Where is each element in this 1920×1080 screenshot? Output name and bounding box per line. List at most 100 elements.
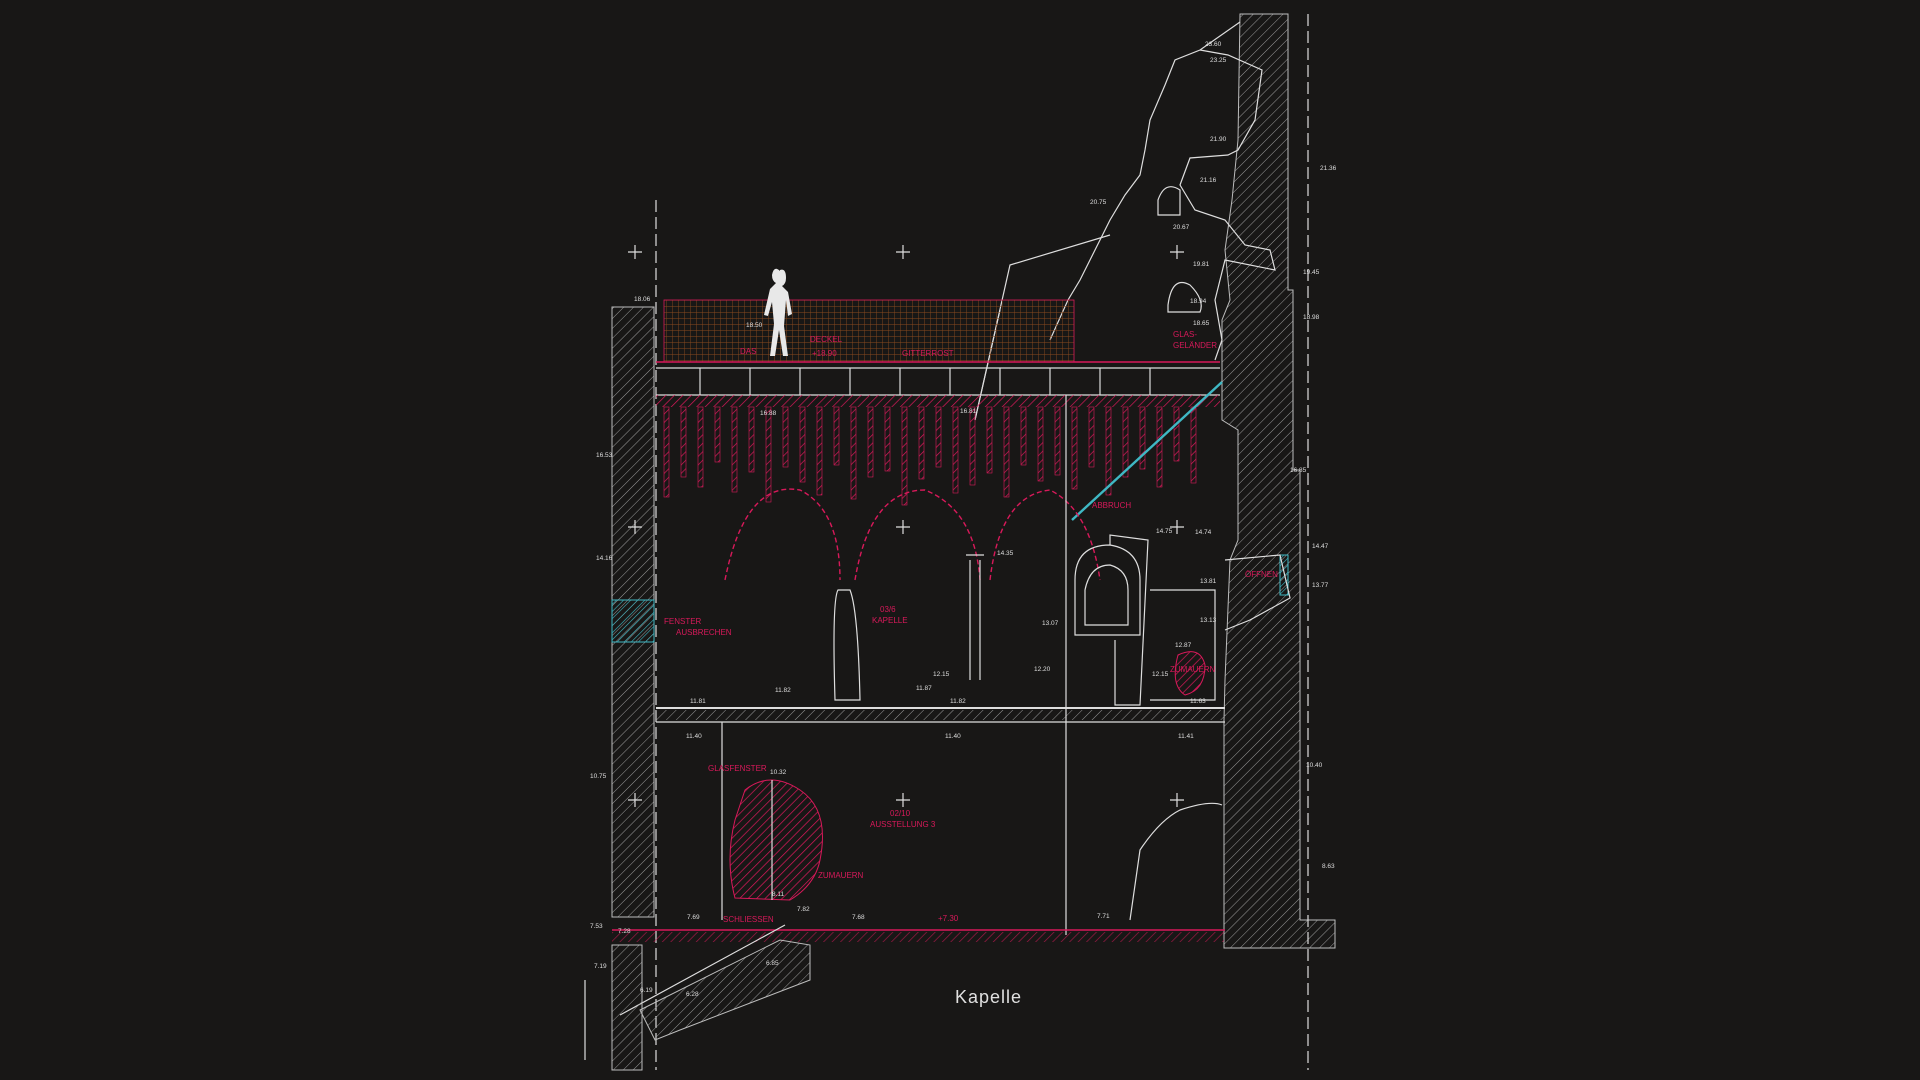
elev-1474: 14.74 <box>1195 529 1212 536</box>
ceiling-beam <box>680 406 687 478</box>
elev-1850: 18.50 <box>746 322 763 329</box>
elev-771: 7.71 <box>1097 913 1110 920</box>
elev-1187: 11.87 <box>916 685 932 692</box>
elev-1435: 14.35 <box>997 550 1014 557</box>
elev-1681: 16.81 <box>960 408 977 415</box>
label-schliessen: SCHLIESSEN <box>723 915 774 924</box>
elev-1182: 11.82 <box>775 687 791 694</box>
label-room-lower-id: 02/10 <box>890 809 911 818</box>
elev-1287: 12.87 <box>1175 642 1192 649</box>
ceiling-beam <box>765 406 772 503</box>
elev-769: 7.69 <box>687 914 700 921</box>
label-gitterrost: GITTERROST <box>902 349 954 358</box>
elev-1685: 16.85 <box>1290 467 1307 474</box>
label-zumauern-upper: ZUMAUERN <box>1170 665 1216 674</box>
elev-1307: 13.07 <box>1042 620 1059 627</box>
elev-1181: 11.81 <box>690 698 706 705</box>
elev-1140b: 11.40 <box>945 733 961 740</box>
elev-863: 8.63 <box>1322 863 1335 870</box>
elev-619: 6.19 <box>640 987 653 994</box>
ceiling-beam <box>867 406 874 478</box>
human-figure <box>764 268 792 356</box>
elev-2325: 23.25 <box>1210 57 1227 64</box>
elev-1141: 11.41 <box>1178 733 1194 740</box>
elev-2075: 20.75 <box>1090 199 1107 206</box>
label-fenster-2: AUSBRECHEN <box>676 628 732 637</box>
elev-753: 7.53 <box>590 923 603 930</box>
right-wall-hatch <box>1221 13 1336 949</box>
elev-1981: 19.81 <box>1193 261 1210 268</box>
elev-811: 8.11 <box>772 891 785 898</box>
ceiling-hatch <box>656 395 1220 407</box>
elev-1140a: 11.40 <box>686 733 702 740</box>
ceiling-beam <box>1190 406 1197 484</box>
label-glasfenster: GLASFENSTER <box>708 764 767 773</box>
ceiling-beams <box>663 406 1197 506</box>
ceiling-beam <box>901 406 908 506</box>
elev-1032: 10.32 <box>770 769 787 776</box>
side-window <box>1150 589 1216 701</box>
elev-1865: 18.65 <box>1193 320 1210 327</box>
elev-1215a: 12.15 <box>933 671 950 678</box>
ceiling-beam <box>1003 406 1010 498</box>
ceiling-beam <box>782 406 789 468</box>
lower-left-wall <box>611 944 643 1071</box>
label-room-lower-name: AUSSTELLUNG 3 <box>870 820 936 829</box>
elev-1653: 16.53 <box>596 452 613 459</box>
label-deckel-elev: +18.90 <box>812 349 837 358</box>
zumauern-blob <box>729 779 823 901</box>
elev-685: 6.85 <box>766 960 779 967</box>
elev-1163: 11.63 <box>1190 698 1206 705</box>
elev-1377: 13.77 <box>1312 582 1329 589</box>
floor-lower-slab <box>612 932 1224 942</box>
ceiling-beam <box>1071 406 1078 490</box>
window-breakout <box>611 599 655 643</box>
ceiling-beam <box>1054 406 1061 476</box>
label-abbruch: ABBRUCH <box>1092 501 1131 510</box>
ceiling-beam <box>1122 406 1129 478</box>
elev-782: 7.82 <box>797 906 810 913</box>
lower-rock <box>1129 802 1223 921</box>
ceiling-beam <box>918 406 925 480</box>
elev-1475: 14.75 <box>1156 528 1173 535</box>
arches <box>724 488 1101 581</box>
elev-1416: 14.16 <box>596 555 613 562</box>
elev-1220: 12.20 <box>1034 666 1051 673</box>
ceiling-beam <box>1037 406 1044 482</box>
ceiling-beam <box>1088 406 1095 468</box>
elev-1688: 16.88 <box>760 410 777 417</box>
gitterrost-mesh <box>663 299 1075 363</box>
ceiling-beam <box>1105 406 1112 496</box>
ceiling-beam <box>935 406 942 468</box>
label-fenster-1: FENSTER <box>664 617 702 626</box>
ceiling-beam <box>816 406 823 496</box>
grid-crosshairs <box>628 245 1184 807</box>
elev-768: 7.68 <box>852 914 865 921</box>
stair-hatch <box>639 939 811 1041</box>
elev-2360: 23.60 <box>1205 41 1222 48</box>
niche-1 <box>1157 186 1181 216</box>
ceiling-beam <box>850 406 857 500</box>
label-room-upper-name: KAPELLE <box>872 616 908 625</box>
zumauern-upper-blob <box>1174 651 1206 696</box>
elev-1945: 19.45 <box>1303 269 1320 276</box>
label-das: DAS <box>740 347 756 356</box>
rock-outline <box>1049 21 1276 361</box>
ceiling-beam <box>1173 406 1180 462</box>
ceiling-beam <box>697 406 704 488</box>
elev-1898: 18.98 <box>1303 314 1320 321</box>
elev-1313: 13.13 <box>1200 617 1217 624</box>
elev-2116: 21.16 <box>1200 177 1217 184</box>
elev-628: 6.28 <box>686 991 699 998</box>
label-deckel: DECKEL <box>810 335 843 344</box>
label-glas-2: GELÄNDER <box>1173 341 1217 350</box>
oeffnen-hatch <box>1279 554 1289 596</box>
elev-1381: 13.81 <box>1200 578 1217 585</box>
ceiling-beam <box>986 406 993 474</box>
ceiling-beam <box>714 406 721 463</box>
elev-1894: 18.94 <box>1190 298 1207 305</box>
ceiling-beam <box>969 406 976 486</box>
elev-1215b: 12.15 <box>1152 671 1169 678</box>
ceiling-beam <box>952 406 959 494</box>
